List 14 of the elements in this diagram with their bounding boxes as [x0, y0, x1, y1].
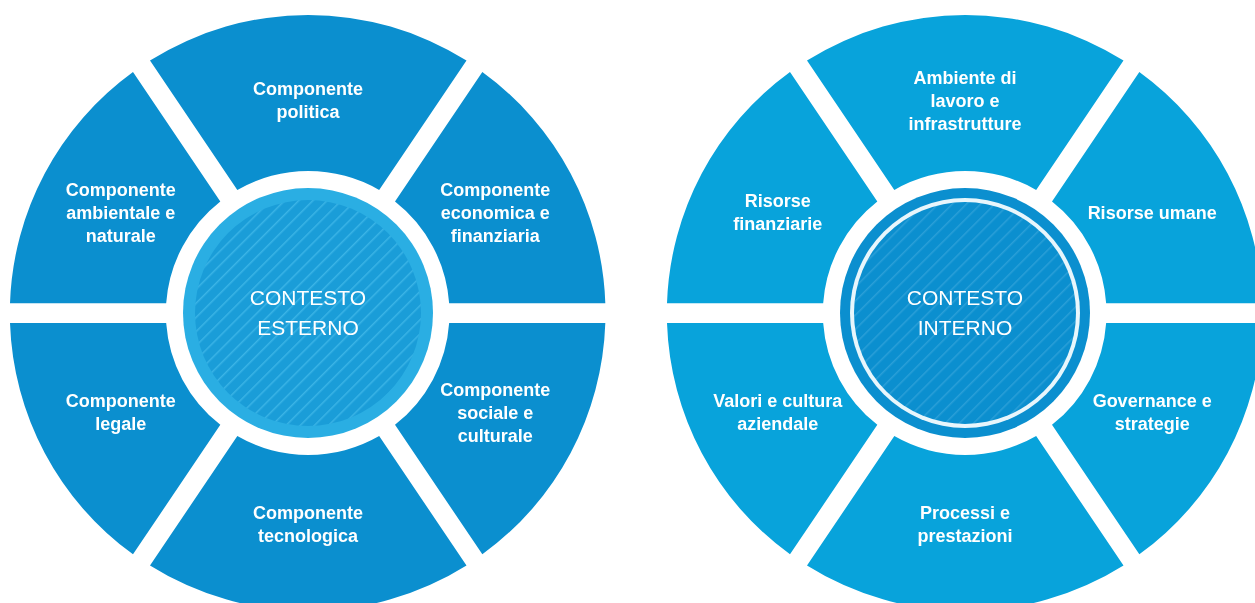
segment-label: Componente sociale e culturale: [439, 378, 552, 447]
segment-label: Componente tecnologica: [252, 502, 364, 548]
segment-label: Risorse finanziarie: [732, 190, 824, 237]
segment-label: Ambiente di lavoro e infrastrutture: [907, 66, 1023, 136]
segment-label: Valori e cultura aziendale: [712, 389, 844, 436]
segment-label: Componente legale: [64, 389, 177, 436]
segment-label: Componente politica: [252, 78, 364, 124]
center-title: CONTESTO ESTERNO: [248, 285, 368, 341]
center-title: CONTESTO INTERNO: [905, 285, 1025, 341]
segment-label: Risorse umane: [1086, 201, 1218, 225]
segment-label: Componente economica e finanziaria: [439, 178, 552, 248]
segment-label: Governance e strategie: [1091, 389, 1213, 436]
segment-label: Processi e prestazioni: [916, 502, 1014, 548]
segment-label: Componente ambientale e naturale: [64, 178, 177, 248]
